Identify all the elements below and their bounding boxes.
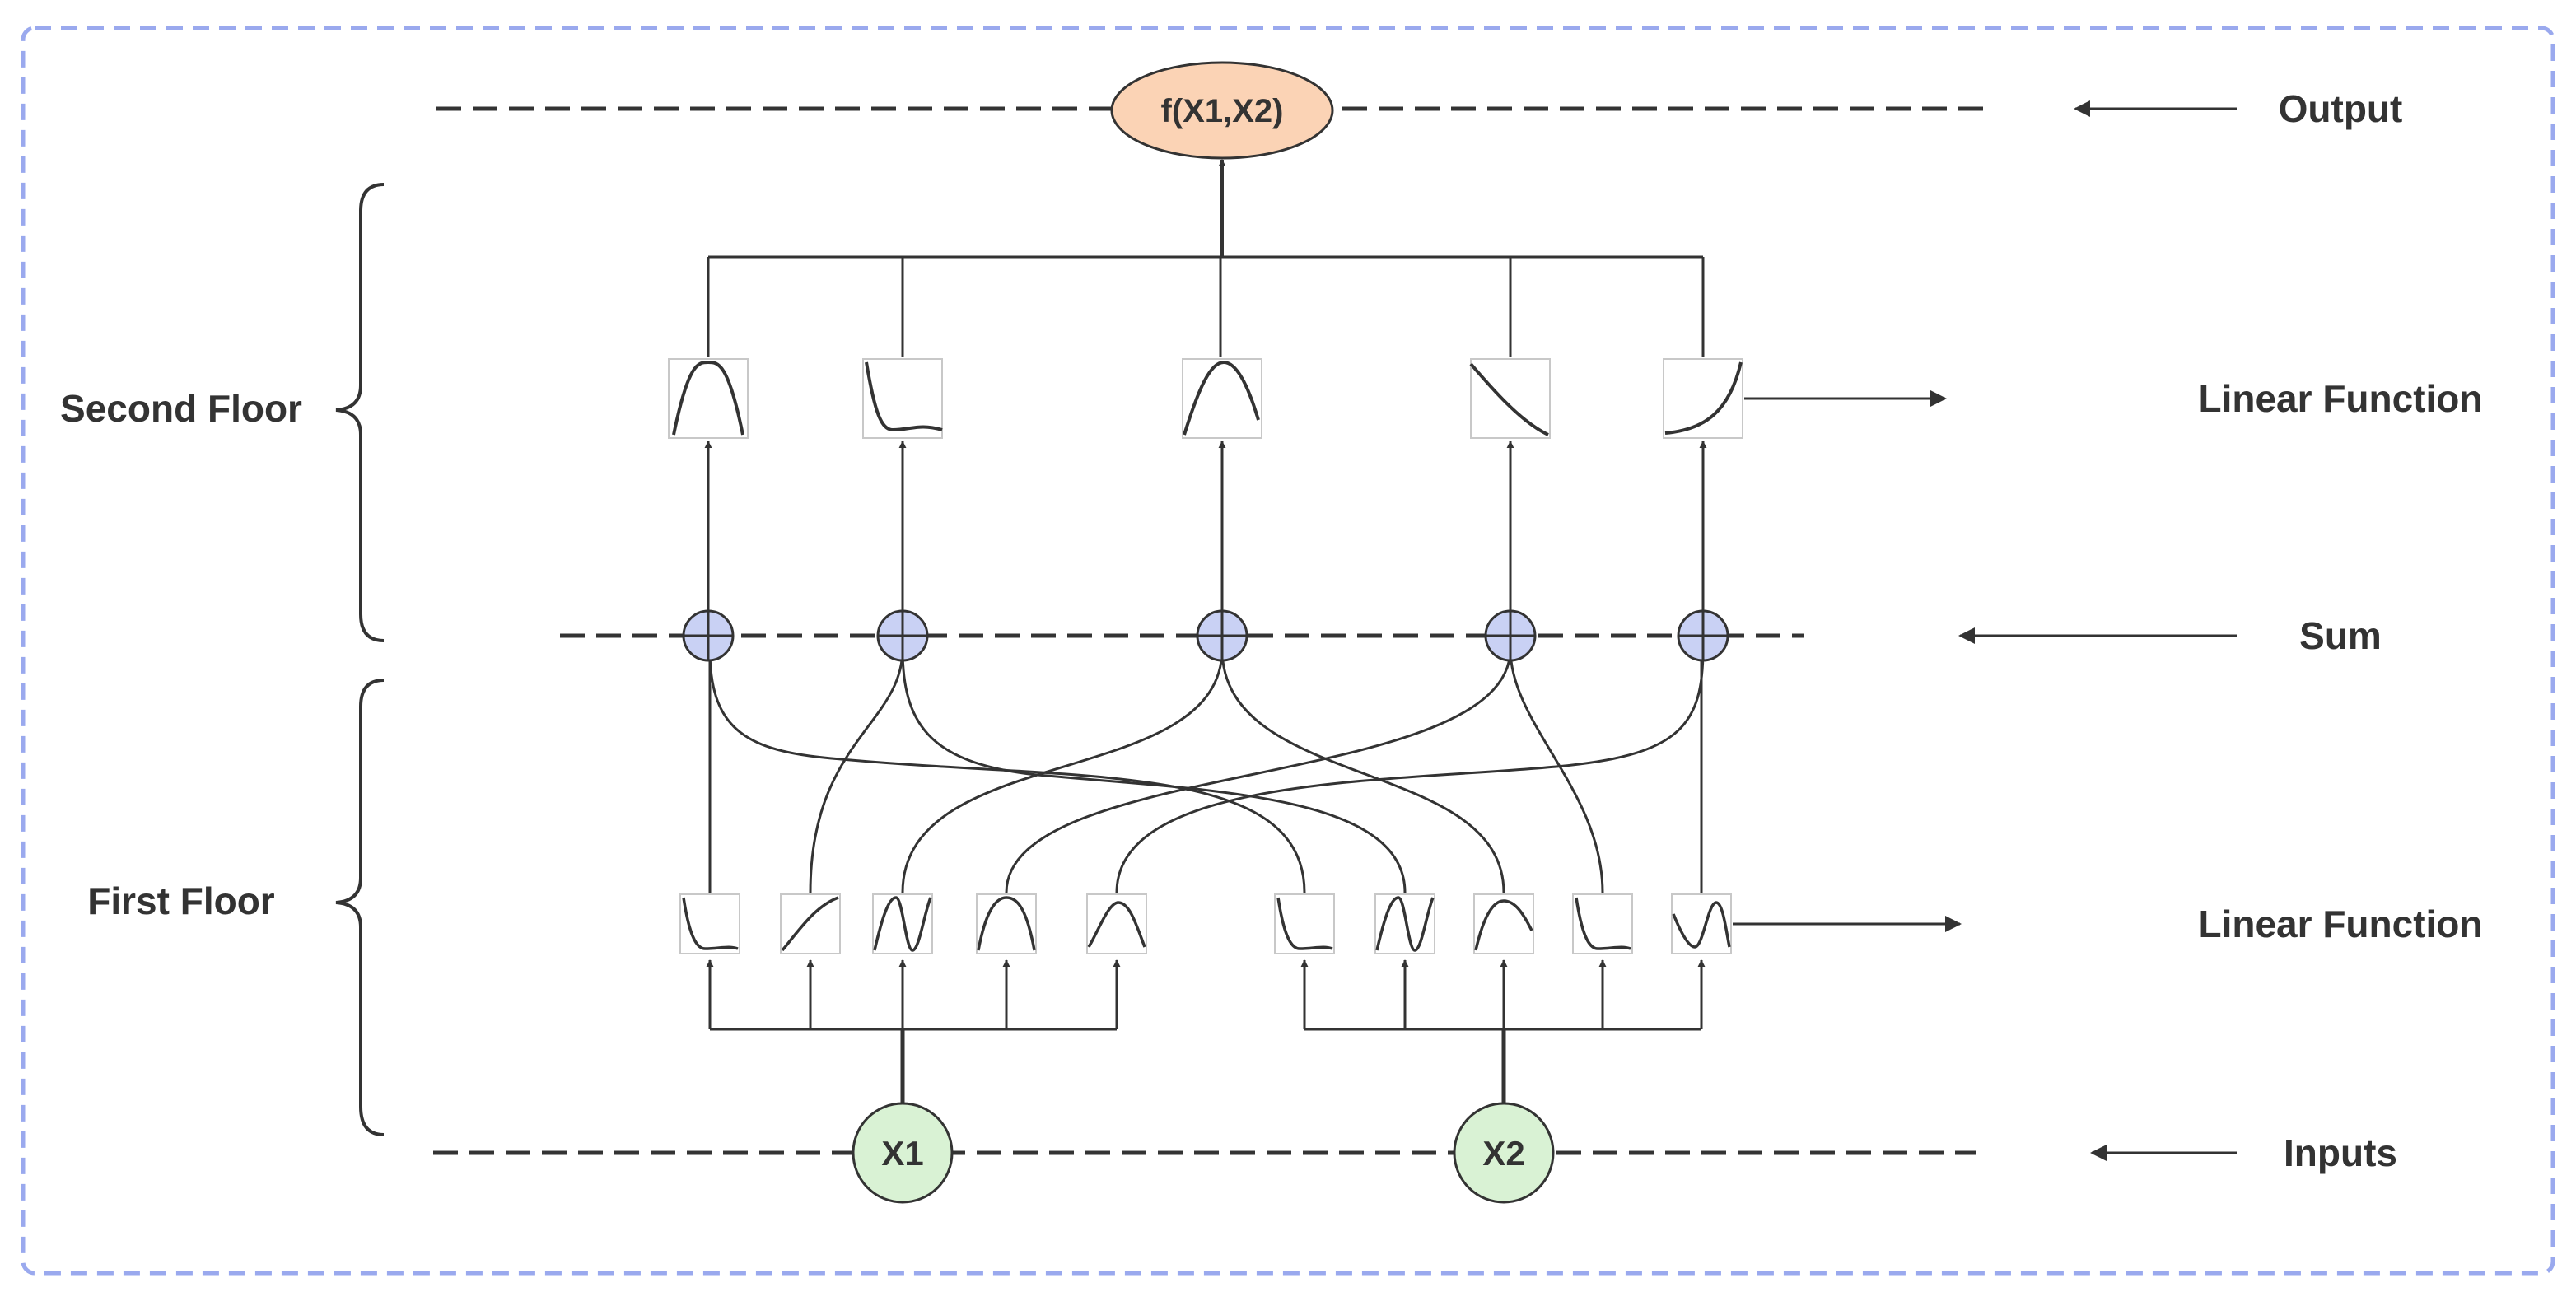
circle-plus-icon	[1677, 609, 1729, 662]
inputs-label: Inputs	[2284, 1131, 2397, 1174]
first-to-sum-connections	[706, 648, 1707, 893]
output-node-label: f(X1,X2)	[1161, 93, 1284, 129]
output-label: Output	[2279, 87, 2403, 130]
curve-plot-icon	[872, 893, 933, 954]
curve-plot-icon	[1572, 893, 1633, 954]
curve-plot-icon	[679, 893, 740, 954]
curve-plot-icon	[1086, 893, 1147, 954]
second-floor-bus	[707, 255, 1705, 357]
sum-label: Sum	[2299, 614, 2382, 657]
input-node-x2: X2	[1453, 1102, 1555, 1204]
first-floor-label: First Floor	[87, 879, 275, 922]
circle-plus-icon	[682, 609, 735, 662]
curve-plot-icon	[1374, 893, 1435, 954]
curve-plot-icon	[1671, 893, 1732, 954]
curve-plot-icon	[1274, 893, 1335, 954]
curve-plot-icon	[976, 893, 1037, 954]
first-floor-functions	[679, 893, 1732, 954]
curve-plot-icon	[1473, 893, 1534, 954]
curve-plot-icon	[862, 358, 943, 439]
input-buses	[706, 959, 1706, 1103]
second-floor-label: Second Floor	[60, 387, 302, 430]
curve-plot-icon	[1469, 358, 1551, 439]
second-floor-brace	[335, 183, 385, 642]
circle-plus-icon	[1196, 609, 1248, 662]
input-node-x1: X1	[852, 1102, 954, 1204]
output-node: f(X1,X2)	[1110, 61, 1334, 160]
sum-to-function-arrows	[704, 441, 1707, 623]
linear-function-bottom-label: Linear Function	[2199, 903, 2483, 945]
curve-plot-icon	[1182, 358, 1262, 439]
label-pointers	[1958, 100, 2237, 1161]
sum-nodes	[682, 609, 1729, 662]
input-node-x1-label: X1	[881, 1134, 923, 1173]
circle-plus-icon	[1484, 609, 1537, 662]
linear-function-top-label: Linear Function	[2199, 377, 2483, 420]
diagram-frame	[21, 26, 2555, 1276]
curve-plot-icon	[1663, 358, 1743, 439]
circle-plus-icon	[876, 609, 929, 662]
first-floor-brace	[335, 679, 385, 1136]
second-floor-functions	[668, 358, 1743, 439]
curve-plot-icon	[780, 893, 841, 954]
input-node-x2-label: X2	[1482, 1134, 1524, 1173]
curve-plot-icon	[668, 358, 749, 439]
